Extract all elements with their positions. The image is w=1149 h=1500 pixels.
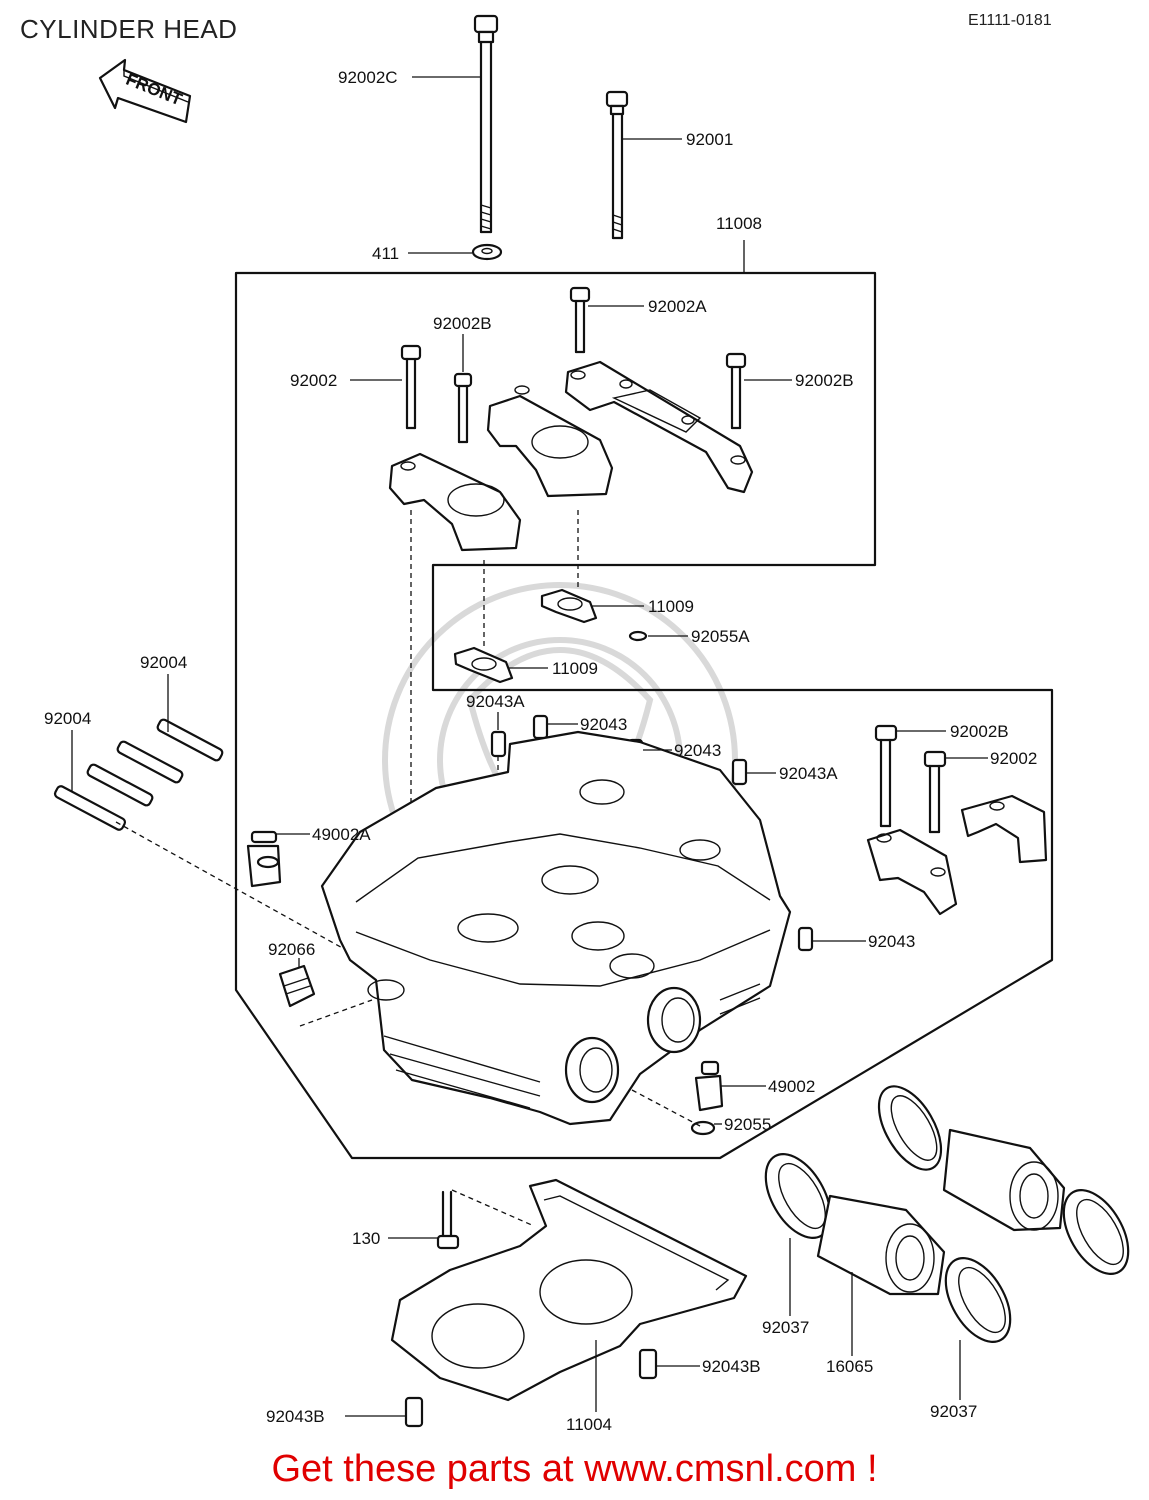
part-label: 92043B [702,1357,761,1376]
part-label: 92004 [140,653,187,672]
part-label: 411 [372,244,399,263]
cam-cap-left [866,828,958,916]
dowel-92043A-top [490,730,507,758]
part-label: 92002B [950,722,1009,741]
dowel-92043-a [532,714,549,740]
cylinder-head [320,730,792,1126]
part-label: 92043A [779,764,838,783]
part-label: 92037 [762,1318,809,1337]
bolt-92001 [605,90,629,240]
bolt-92002C [473,14,499,234]
front-arrow-icon: FRONT [98,58,192,124]
bolt-92002A [569,286,591,354]
part-label: 92002B [433,314,492,333]
o-ring-92055A [628,630,648,642]
cam-holder-right [564,360,754,494]
leader-lines [71,76,988,1417]
bolt-92002-mid [923,750,947,834]
bolt-92002B-mid [874,724,898,828]
guide-line [631,1089,701,1127]
plug-49002A [246,830,282,888]
part-label: 92043A [466,692,525,711]
guide-line [299,999,373,1027]
part-label: 11009 [552,659,598,678]
part-label: 92001 [686,130,733,149]
dowel-92043-c [797,926,814,952]
promo-banner-link[interactable]: Get these parts at www.cmsnl.com ! [271,1448,878,1490]
bolt-92002-top [400,344,422,430]
part-label: 92037 [930,1402,977,1421]
guide-line [115,821,347,951]
part-label: 130 [352,1229,380,1248]
part-label: 92002 [290,371,337,390]
bolt-92002B-top [453,372,473,444]
part-label: 92002C [338,68,398,87]
part-label: 16065 [826,1357,873,1376]
part-label: 92055 [724,1115,771,1134]
part-label: 11004 [566,1415,612,1434]
clamp-92037-upper-right [1062,1188,1130,1276]
part-label: 92002 [990,749,1037,768]
part-label: 11009 [648,597,694,616]
part-label: 92004 [44,709,91,728]
diagram-title: CYLINDER HEAD [20,14,238,44]
plug-49002 [694,1060,724,1112]
clamp-92037-upper-left [877,1085,943,1171]
cam-holder-mid [486,385,614,498]
part-label: 92066 [268,940,315,959]
diagram-code: E1111-0181 [968,12,1052,29]
part-label: 92002A [648,297,707,316]
dowel-92043B-left [404,1396,424,1428]
clamp-92037-lower-right [944,1256,1012,1344]
carb-holder-16065 [816,1194,946,1296]
part-label: 92043 [580,715,627,734]
stud-92004-set [53,718,224,831]
part-label: 92043B [266,1407,325,1426]
gasket-11009-b [453,646,514,684]
part-label: 92055A [691,627,750,646]
bolt-92002B-right [725,352,747,430]
washer-411 [471,243,503,261]
carb-holder-upper [942,1128,1066,1232]
plug-92066 [278,964,316,1008]
part-label: 49002A [312,825,371,844]
part-label: 49002 [768,1077,815,1096]
guide-line [451,1189,535,1227]
part-label: 11008 [716,214,762,233]
kit-11008-outline [234,240,1054,1160]
part-label: 92043 [674,741,721,760]
dowel-92043B-right [638,1348,658,1380]
bolt-130 [436,1190,460,1250]
dowel-92043A-right [731,758,748,786]
intake-port-right [646,986,702,1054]
cam-cap-right [960,794,1048,864]
o-ring-92055 [690,1120,716,1136]
gasket-11009-a [540,588,598,624]
cam-holder-left [388,452,522,552]
head-gasket-11004 [390,1178,748,1402]
intake-port-left [564,1036,620,1104]
part-label: 92002B [795,371,854,390]
part-label: 92043 [868,932,915,951]
